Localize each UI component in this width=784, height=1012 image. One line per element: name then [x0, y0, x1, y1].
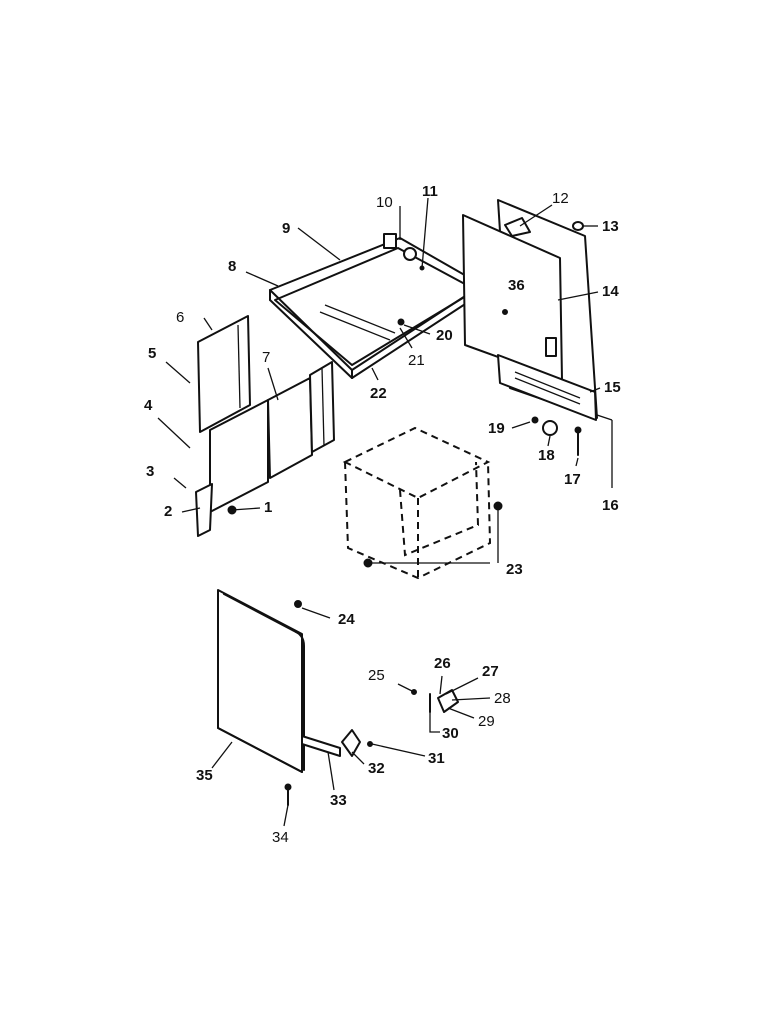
leveler-foot [542, 420, 558, 436]
top-panel-bracket [403, 247, 417, 261]
callout-32: 32 [368, 760, 385, 777]
plug-13 [572, 221, 584, 231]
callout-26: 26 [434, 655, 451, 672]
callout-4: 4 [144, 397, 153, 414]
callout-1: 1 [264, 499, 272, 516]
callout-29: 29 [478, 713, 495, 730]
callout-11: 11 [422, 183, 438, 200]
callout-labels: 1 2 3 4 5 6 7 8 9 10 11 12 13 14 15 16 1… [144, 183, 621, 846]
top-panel-clip [383, 233, 397, 249]
callout-22: 22 [370, 385, 387, 402]
rear-hinge [504, 217, 531, 237]
hinge-receptacle [341, 729, 361, 757]
top-panel-rail [319, 311, 391, 341]
callout-3: 3 [146, 463, 154, 480]
callout-2: 2 [164, 503, 172, 520]
callout-18: 18 [538, 447, 555, 464]
callout-24: 24 [338, 611, 355, 628]
callout-25: 25 [368, 667, 385, 684]
rear-screw [502, 309, 508, 315]
door-plug [294, 600, 302, 608]
callout-19: 19 [488, 420, 505, 437]
callout-23: 23 [506, 561, 523, 578]
callout-10: 10 [376, 194, 393, 211]
door-hinge [301, 735, 341, 757]
callout-5: 5 [148, 345, 156, 362]
callout-17: 17 [564, 471, 581, 488]
callout-31: 31 [428, 750, 445, 767]
rear-panel-assembly [462, 199, 598, 456]
callout-14: 14 [602, 283, 619, 300]
side-bracket [195, 483, 213, 537]
callout-28: 28 [494, 690, 511, 707]
callout-30: 30 [442, 725, 459, 742]
side-panel-rear [267, 377, 313, 479]
callout-6: 6 [176, 309, 184, 326]
callout-9: 9 [282, 220, 290, 237]
callout-15: 15 [604, 379, 621, 396]
callout-7: 7 [262, 349, 270, 366]
callout-13: 13 [602, 218, 619, 235]
screw-31 [367, 741, 373, 747]
callout-36: 36 [508, 277, 525, 294]
callout-35: 35 [196, 767, 213, 784]
side-panel-flange [309, 361, 335, 453]
callout-34: 34 [272, 829, 289, 846]
callout-20: 20 [436, 327, 453, 344]
leader-lines [157, 197, 613, 827]
top-nut [397, 318, 405, 326]
foot-23b [493, 501, 503, 511]
rear-base-bracket [497, 354, 597, 421]
callout-27: 27 [482, 663, 499, 680]
callout-8: 8 [228, 258, 236, 275]
oven-cavity-outline [342, 426, 503, 580]
callout-12: 12 [552, 190, 569, 207]
callout-21: 21 [408, 352, 425, 369]
left-side-assembly [195, 315, 335, 537]
callout-16: 16 [602, 497, 619, 514]
top-panel-assembly [269, 233, 483, 379]
callout-33: 33 [330, 792, 347, 809]
door-assembly [217, 589, 459, 806]
rear-bracket-small [545, 337, 557, 357]
rear-screw-19 [531, 416, 539, 424]
side-panel-upper [197, 315, 251, 433]
